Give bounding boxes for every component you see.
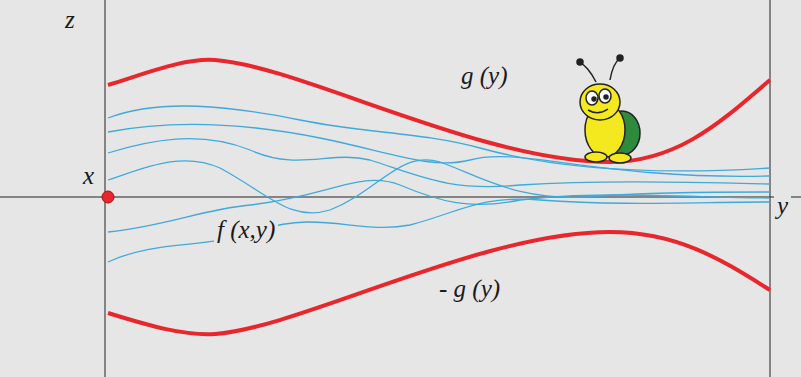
- axis-label: y: [774, 192, 791, 220]
- cartoon-bug: [577, 55, 640, 163]
- bound-label: - g (y): [436, 275, 503, 303]
- bound-label: g (y): [458, 62, 511, 90]
- axis-label: x: [80, 162, 97, 190]
- axis-label: z: [62, 6, 78, 34]
- function-label: f (x,y): [214, 216, 278, 244]
